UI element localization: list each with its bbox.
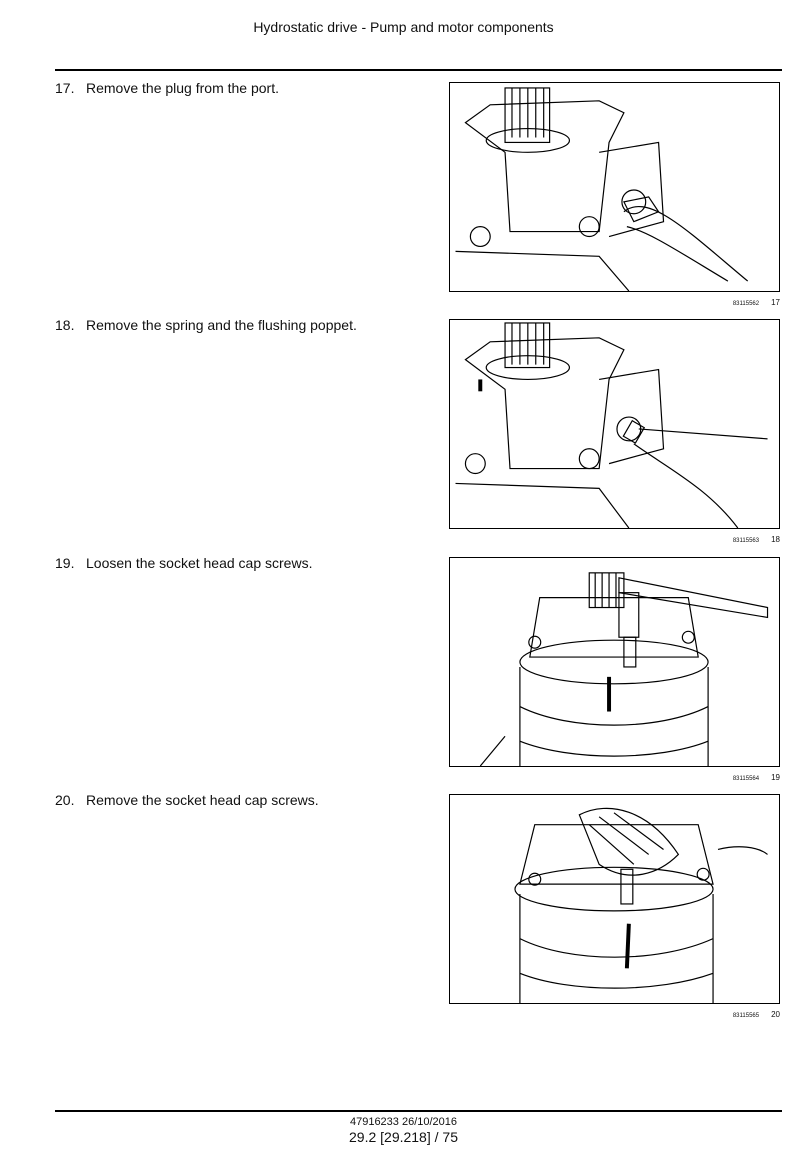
step-18: 18. Remove the spring and the flushing po… (55, 317, 357, 333)
step-text: Remove the socket head cap screws. (86, 792, 319, 808)
step-17: 17. Remove the plug from the port. (55, 80, 279, 96)
figure-number: 20 (771, 1010, 780, 1019)
step-number: 17. (55, 80, 75, 96)
figure-number: 17 (771, 298, 780, 307)
header-rule (55, 69, 782, 71)
footer-page-number: 29.2 [29.218] / 75 (349, 1129, 458, 1145)
footer-doc-reference: 47916233 26/10/2016 (349, 1116, 458, 1128)
figure-number: 19 (771, 773, 780, 782)
figure-code: 83115562 (732, 301, 760, 307)
figure-20-caption: 83115565 20 (449, 1010, 780, 1022)
figure-19-caption: 83115564 19 (449, 773, 780, 785)
step-text: Loosen the socket head cap screws. (86, 555, 313, 571)
footer-rule (55, 1110, 782, 1112)
step-number: 20. (55, 792, 75, 808)
figure-20-illustration (449, 794, 780, 1004)
step-text: Remove the spring and the flushing poppe… (86, 317, 357, 333)
figure-number: 18 (771, 535, 780, 544)
step-number: 18. (55, 317, 75, 333)
figure-18-caption: 83115563 18 (449, 535, 780, 547)
figure-19-illustration (449, 557, 780, 767)
figure-18-illustration (449, 319, 780, 529)
step-text: Remove the plug from the port. (86, 80, 279, 96)
step-19: 19. Loosen the socket head cap screws. (55, 555, 312, 571)
figure-17-caption: 83115562 17 (449, 298, 780, 310)
figure-17-illustration (449, 82, 780, 292)
figure-code: 83115565 (732, 1013, 760, 1019)
figure-code: 83115563 (732, 538, 760, 544)
step-number: 19. (55, 555, 75, 571)
figure-code: 83115564 (732, 776, 760, 782)
page-header-title: Hydrostatic drive - Pump and motor compo… (253, 19, 554, 35)
step-20: 20. Remove the socket head cap screws. (55, 792, 319, 808)
